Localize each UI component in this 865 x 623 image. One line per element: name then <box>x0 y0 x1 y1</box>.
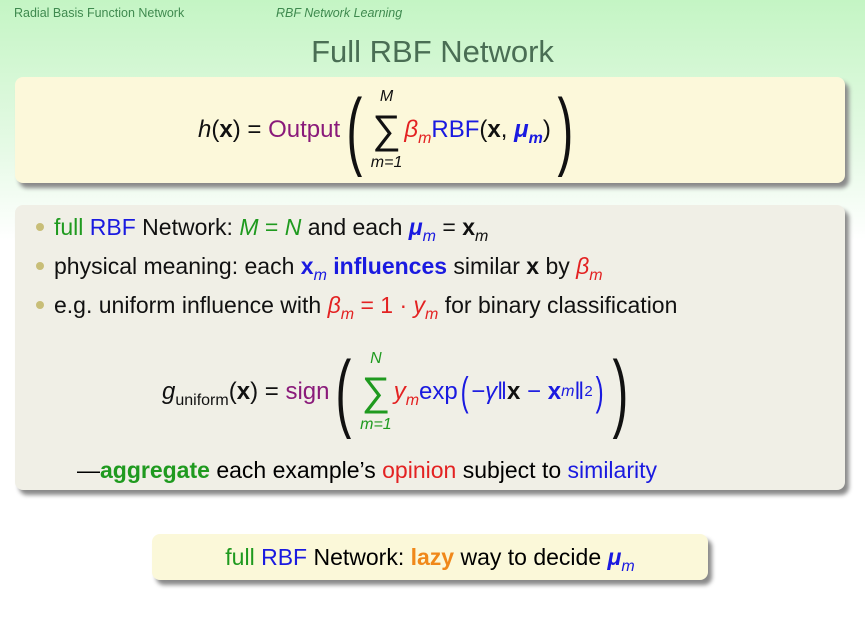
text-run: influences <box>326 253 448 279</box>
text-run: μm <box>607 544 635 575</box>
text-run: opinion <box>382 457 457 483</box>
summation: N ∑ m=1 <box>360 350 392 434</box>
text-run: Network: <box>135 214 240 240</box>
text-run: μm <box>408 214 436 245</box>
text-run: and each <box>301 214 409 240</box>
equals: = <box>247 116 262 143</box>
definition-box <box>15 77 845 183</box>
text-run: N <box>284 214 302 240</box>
text-run: by <box>539 253 577 279</box>
bullet-dot <box>36 301 44 309</box>
text-run: subject to <box>456 457 568 483</box>
text-run: xm <box>462 214 489 245</box>
text-run: physical meaning: each <box>54 253 301 279</box>
text-run: each example’s <box>209 457 383 483</box>
text-run: for binary classification <box>438 292 678 318</box>
text-run: βm <box>327 292 355 323</box>
text-run: xm <box>300 253 327 284</box>
text-run: M <box>239 214 259 240</box>
text-run: way to decide <box>454 544 608 570</box>
left-paren: ( <box>335 344 352 440</box>
mu-m: μm <box>514 116 543 147</box>
sum-upper: N <box>370 350 382 367</box>
output-function: Output <box>268 116 341 143</box>
right-paren: ) <box>612 344 629 440</box>
sum-symbol: ∑ <box>361 370 391 414</box>
text-run: = <box>435 214 463 240</box>
sign-function: sign <box>285 378 330 405</box>
sum-lower: m=1 <box>370 154 403 171</box>
equals: = <box>264 378 279 405</box>
exp-function: exp <box>419 378 458 405</box>
summary-box <box>152 534 708 580</box>
text-run: e.g. uniform influence with <box>54 292 328 318</box>
bullet-dot <box>36 223 44 231</box>
beta-m: βm <box>404 116 432 147</box>
rbf-function: RBF <box>431 116 480 143</box>
text-run: ym <box>413 292 439 323</box>
text-run: βm <box>576 253 603 284</box>
sum-upper: M <box>379 88 394 105</box>
y-m: ym <box>393 378 420 409</box>
bullet-3: e.g. uniform influence with βm = 1 · ym … <box>36 292 678 323</box>
text-run: — <box>77 457 100 483</box>
g-uniform: guniform <box>162 378 229 409</box>
text-run: RBF <box>89 214 136 240</box>
x-symbol: x <box>219 116 233 143</box>
summation: M ∑ m=1 <box>371 88 403 172</box>
text-run: full <box>225 544 262 570</box>
text-run: RBF <box>261 544 308 570</box>
sum-symbol: ∑ <box>372 108 401 152</box>
text-run: full <box>54 214 90 240</box>
bullet-2: physical meaning: each xm influences sim… <box>36 253 603 284</box>
section-label: Radial Basis Function Network <box>14 6 185 20</box>
x-symbol: x <box>236 378 251 405</box>
explanation-box <box>15 205 845 490</box>
bullet-1: full RBF Network: M = N and each μm = xm <box>36 214 489 245</box>
text-run: similarity <box>567 457 657 483</box>
text-run: Network: <box>307 544 411 570</box>
x-symbol: x <box>487 116 501 143</box>
left-paren: ( <box>346 82 363 178</box>
text-run: = 1 · <box>354 292 414 318</box>
text-run: lazy <box>410 544 455 570</box>
bullet-dot <box>36 262 44 270</box>
summary-line: full RBF Network: lazy way to decide μm <box>152 544 708 575</box>
slide-title: Full RBF Network <box>311 34 554 69</box>
aggregate-line: —aggregate each example’s opinion subjec… <box>77 457 657 484</box>
sum-lower: m=1 <box>360 416 392 433</box>
h-symbol: h <box>198 116 212 143</box>
text-run: similar <box>447 253 527 279</box>
right-paren: ) <box>557 82 574 178</box>
text-run: = <box>258 214 285 240</box>
subsection-label: RBF Network Learning <box>276 6 403 20</box>
text-run: aggregate <box>100 457 210 483</box>
text-run: x <box>526 253 540 279</box>
